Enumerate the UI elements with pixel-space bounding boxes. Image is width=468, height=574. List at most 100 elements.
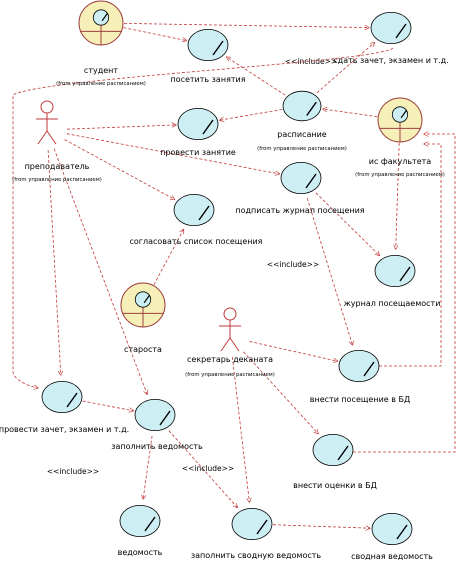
link-line <box>306 197 352 345</box>
usecase-decoration <box>306 101 317 116</box>
node-label: староста <box>124 345 162 354</box>
usecase-sign-journal: подписать журнал посещения <box>235 161 365 215</box>
class-inner-circle <box>92 9 110 26</box>
include-stereotype-label: <<include>> <box>182 464 234 473</box>
usecase-ellipse <box>374 254 416 287</box>
link-line <box>315 192 380 256</box>
link-line <box>47 149 61 375</box>
node-label: расписание <box>277 130 327 139</box>
actor-dean-secretary: секретарь деканата (from управление распи… <box>185 307 275 378</box>
usecase-decoration <box>396 524 408 540</box>
links-layer: <<include>> <<include>> <<include>> <<inclu… <box>12 23 456 529</box>
link-line <box>379 144 442 367</box>
usecase-decoration <box>198 205 210 221</box>
node-label: секретарь деканата <box>187 355 273 364</box>
link-schedule-to-attend <box>227 57 286 96</box>
link-line <box>243 351 319 434</box>
link-line <box>323 109 378 118</box>
link-fill_summary-to-summary_sheet <box>272 524 370 529</box>
link-teacher-to-fill_sheet <box>53 148 147 395</box>
node-label: студент <box>84 66 118 75</box>
node-label: ведомость <box>118 548 163 557</box>
actor-head <box>40 100 54 114</box>
link-line <box>82 400 134 411</box>
usecase-ellipse <box>187 28 229 62</box>
usecase-summary-sheet: сводная ведомость <box>351 513 433 561</box>
include-stereotype-label: <<include>> <box>267 260 319 269</box>
link-line <box>66 125 176 130</box>
usecase-enter-grades: внести оценки в БД <box>293 433 377 490</box>
link-schedule-to-hold_class <box>220 109 283 120</box>
class-inner-circle <box>134 291 152 308</box>
node-label: сдать зачет, экзамен и т.д. <box>333 56 448 65</box>
usecase-ellipse <box>177 108 219 141</box>
link-student-to-attend <box>123 27 187 41</box>
actor-teacher: преподаватель(from управление расписание… <box>12 100 102 183</box>
usecase-fill-summary: заполнить сводную ведомость <box>191 507 322 560</box>
node-label: подписать журнал посещения <box>235 206 364 215</box>
usecase-ellipse <box>41 380 83 413</box>
usecase-decoration <box>144 516 156 532</box>
node-label: заполнить сводную ведомость <box>191 551 322 560</box>
usecase-ellipse <box>119 504 161 537</box>
node-label: сводная ведомость <box>351 552 433 561</box>
usecase-pass-exam: сдать зачет, экзамен и т.д. <box>333 11 449 65</box>
include-stereotype-label: <<include>> <box>47 467 99 476</box>
actor-figure <box>36 100 58 145</box>
link-teacher-to-conduct_exam <box>47 149 61 375</box>
usecase-conduct-exam: провести зачет, экзамен и т.д. <box>0 380 129 434</box>
usecase-ellipse <box>371 513 413 546</box>
link-faculty_is-to-attendance_journal <box>396 142 400 249</box>
actor-leg-left <box>220 337 231 352</box>
class-inner-circle <box>391 106 409 123</box>
link-student-to-pass_exam <box>123 23 369 27</box>
link-line <box>316 43 375 94</box>
class-student: студент(from управление расписанием) <box>56 0 146 87</box>
usecase-decoration <box>399 266 411 282</box>
link-line <box>66 133 280 174</box>
link-conduct_exam-to-fill_sheet: <<include>> <box>47 400 134 476</box>
link-headman-to-agree_list <box>153 229 184 285</box>
link-line <box>123 27 187 41</box>
usecase-fill-sheet: заполнить ведомость <box>111 398 203 451</box>
link-schedule-to-pass_exam: <<include>> <box>285 43 375 94</box>
usecase-decoration <box>66 392 78 408</box>
node-source-note: (from управление расписанием) <box>185 372 275 378</box>
link-line <box>64 139 175 200</box>
usecase-ellipse <box>134 398 176 431</box>
usecase-ellipse <box>370 11 412 45</box>
usecase-ellipse <box>280 161 322 194</box>
class-headman: староста <box>120 282 166 354</box>
link-line <box>153 229 184 285</box>
link-line <box>53 148 147 395</box>
actor-leg-right <box>46 130 57 145</box>
link-line <box>168 430 237 508</box>
usecase-decoration <box>395 23 407 39</box>
usecase-ellipse <box>231 507 273 540</box>
link-line <box>12 47 394 388</box>
usecase-sheet: ведомость <box>118 504 163 557</box>
usecase-ellipse <box>282 90 322 122</box>
usecase-ellipse <box>338 349 380 382</box>
usecase-decoration <box>305 173 317 189</box>
link-line <box>123 23 369 27</box>
usecase-schedule: расписание(from управление расписанием) <box>257 90 347 152</box>
usecase-decoration <box>363 361 375 377</box>
node-label: провести занятие <box>160 148 236 157</box>
actor-leg-right <box>229 337 240 352</box>
link-line <box>220 109 283 120</box>
usecase-decoration <box>256 519 268 535</box>
usecase-attendance-journal: журнал посещаемости <box>344 254 440 308</box>
link-enter_grades-to-faculty_is <box>353 134 456 453</box>
class-decoration <box>143 294 151 304</box>
node-label: провести зачет, экзамен и т.д. <box>0 425 129 434</box>
link-dean_secretary-to-enter_attendance <box>249 341 338 361</box>
link-faculty_is-to-schedule <box>323 109 378 118</box>
link-line <box>353 134 456 453</box>
link-fill_sheet-to-sheet <box>143 435 153 499</box>
node-source-note: (from управление расписанием) <box>355 172 445 178</box>
usecase-decoration <box>337 445 349 461</box>
link-line <box>249 341 338 361</box>
usecase-decoration <box>212 40 224 56</box>
